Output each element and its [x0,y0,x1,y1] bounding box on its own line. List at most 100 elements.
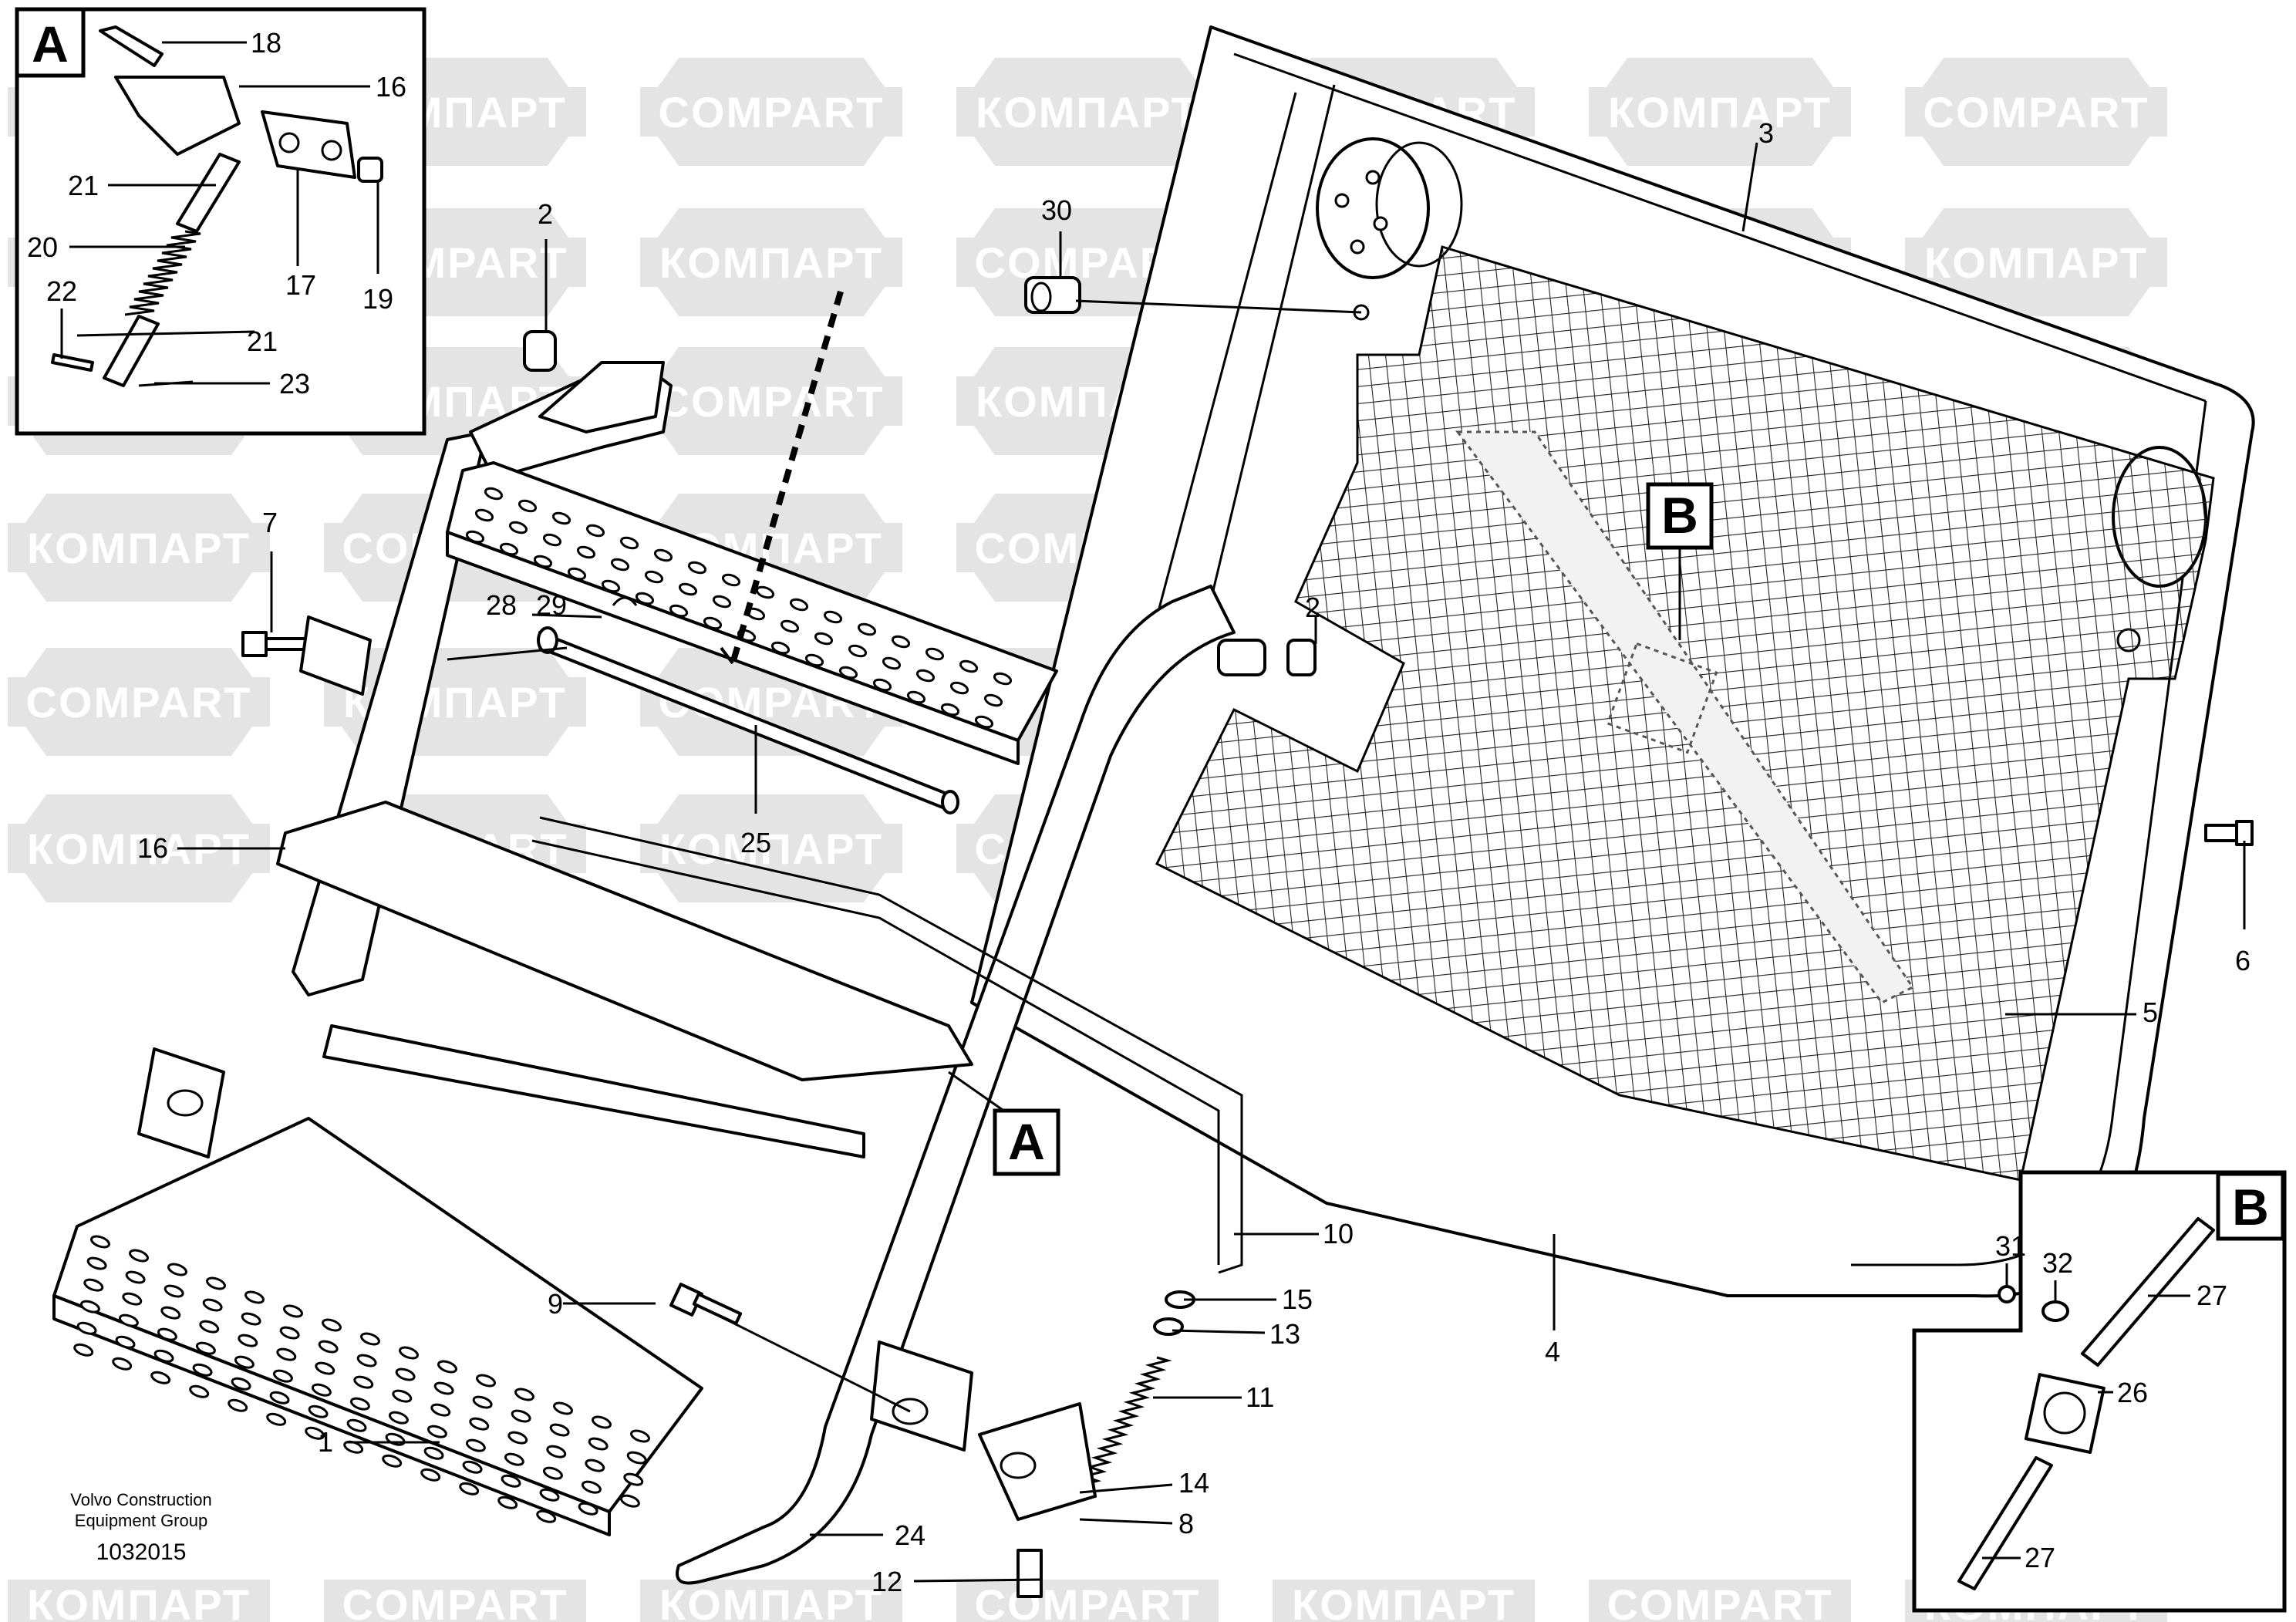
step-hole [507,1431,528,1445]
step-hole [356,1354,377,1367]
step-hole [276,1347,297,1361]
watermark-tile: КОМПАРТ [1905,208,2167,316]
step-hole [484,487,504,501]
step-hole [150,1371,171,1384]
callout-numbers: 3 2 2 30 7 28 29 25 16 6 5 4 10 15 13 11… [27,27,2250,1597]
step-hole [610,558,630,572]
watermark-tile: КОМПАРТ [8,494,270,602]
step-hole [388,1411,409,1425]
middle-step [276,801,973,1081]
step-hole [308,1404,329,1418]
callout-32: 32 [2042,1247,2073,1279]
step-hole [542,1466,563,1480]
step-hole [206,1276,226,1290]
watermark-text: COMPART [1923,88,2149,137]
step-hole [567,567,587,581]
drawing-footer: Volvo Construction Equipment Group 10320… [70,1490,211,1565]
step-hole [315,1361,335,1375]
step-hole [129,1249,149,1263]
step-hole [546,1445,567,1458]
step-hole [382,1454,403,1468]
watermark-text: КОМПАРТ [659,824,883,873]
step-hole [578,1502,598,1516]
step-hole [430,1403,451,1417]
watermark-tile: COMPART [956,1580,1219,1622]
callout-21-bottom: 21 [247,325,278,357]
step-hole [576,545,596,559]
step-hole [804,653,824,667]
step-hole [346,1418,367,1432]
callout-6: 6 [2235,945,2250,976]
step-hole [79,1300,100,1313]
step-hole [925,647,945,661]
step-hole [392,1389,413,1403]
step-hole [974,715,994,729]
watermark-text: COMPART [342,1580,568,1622]
step-hole [653,548,673,562]
callout-30: 30 [1041,194,1072,226]
step-hole [823,610,843,624]
step-hole [476,1374,496,1388]
step-hole [160,1306,181,1320]
step-hole [619,536,639,550]
step-hole [86,1256,107,1270]
marker-a-label: A [1008,1113,1045,1170]
step-hole [228,1398,248,1412]
callout-15: 15 [1282,1283,1313,1315]
callout-31: 31 [1995,1230,2026,1262]
step-hole [462,1460,483,1474]
watermark-tile: КОМПАРТ [640,1580,902,1622]
step-hole [244,1290,265,1304]
step-hole [536,1509,557,1523]
callout-28: 28 [486,589,517,621]
watermark-text: КОМПАРТ [27,524,251,572]
step-hole [906,690,926,704]
callout-11: 11 [1246,1381,1274,1413]
step-hole [712,595,732,609]
step-hole [780,619,800,633]
step-hole [508,521,528,534]
step-hole [678,582,698,596]
step-hole [585,1458,605,1472]
step-hole [437,1360,457,1374]
shaft-25 [537,626,959,814]
strut-coil-20 [124,230,201,316]
step-hole [349,1397,370,1411]
step-hole [283,1304,303,1318]
step-hole [157,1327,177,1341]
step-hole [770,641,791,655]
step-hole [322,1318,342,1332]
step-hole [353,1375,374,1389]
footer-drawing-number: 1032015 [96,1539,187,1565]
callout-24: 24 [895,1519,925,1551]
small-parts [137,276,2254,1598]
step-hole [838,666,858,679]
step-hole [501,1474,521,1488]
watermark-text: КОМПАРТ [659,1580,883,1622]
step-hole [518,499,538,513]
watermark-tile: КОМПАРТ [1589,58,1851,166]
step-hole [472,1395,493,1409]
step-hole [497,1496,518,1509]
watermark-text: COMPART [1607,1580,1833,1622]
step-hole [311,1383,332,1397]
step-hole [539,1488,560,1502]
step-hole [360,1332,380,1346]
watermark-text: COMPART [659,377,885,426]
callout-23: 23 [279,368,310,400]
step-hole [626,1451,647,1465]
callout-14: 14 [1178,1467,1209,1499]
step-hole [499,542,519,556]
step-hole [420,1468,441,1482]
step-hole [848,644,868,658]
callout-16-main: 16 [137,832,168,864]
bottom-step [52,1117,703,1536]
watermark-text: COMPART [26,678,252,727]
callout-4: 4 [1545,1336,1560,1367]
step-hole [915,669,936,683]
callout-22: 22 [46,275,77,307]
step-hole [872,678,892,692]
step-hole [703,616,723,630]
step-hole [619,1494,640,1508]
